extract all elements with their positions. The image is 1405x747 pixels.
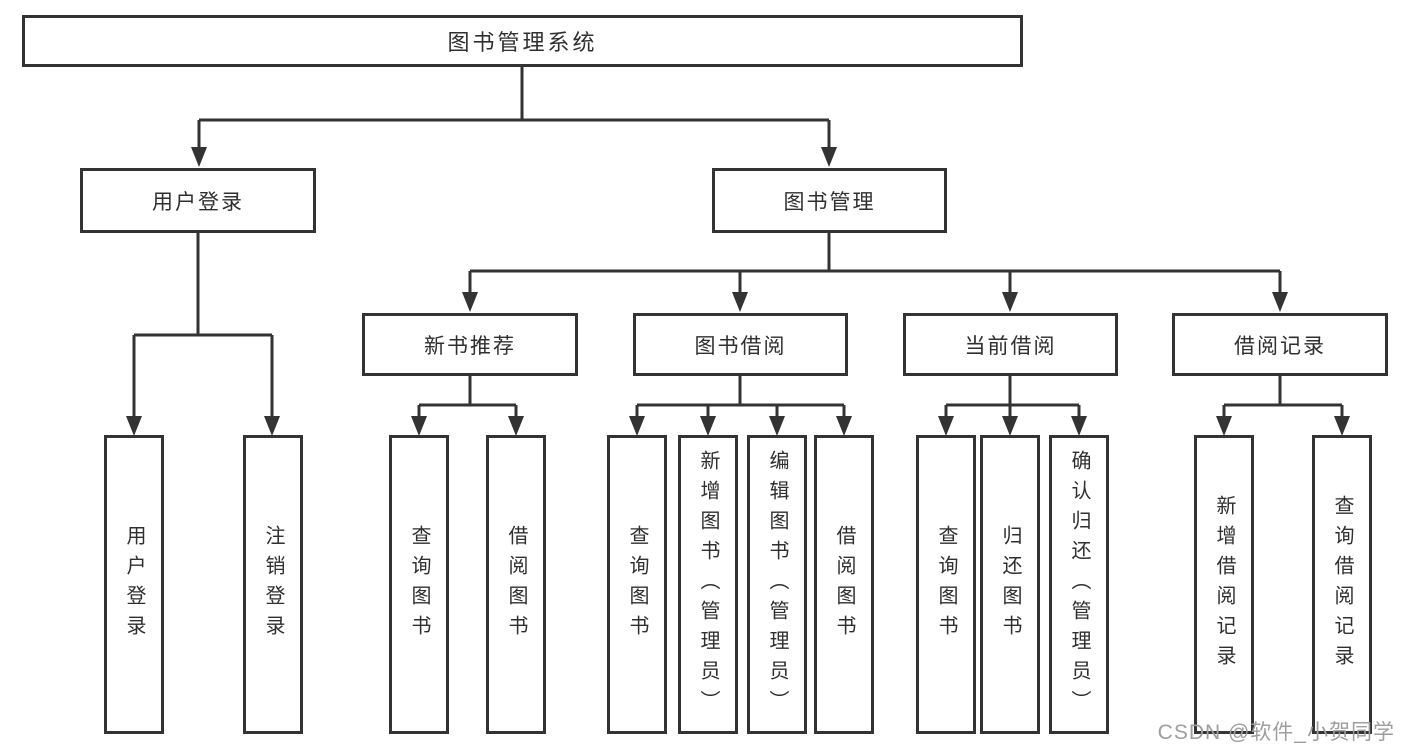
leaf-logout-label: 注销登录 xyxy=(262,524,284,645)
leaf-return-books: 归还图书 xyxy=(980,435,1040,734)
node-book-borrow: 图书借阅 xyxy=(633,313,848,376)
arrowhead-icon xyxy=(1002,292,1018,312)
leaf-edit-books-admin: 编辑图书（管理员） xyxy=(747,435,807,734)
leaf-add-borrow-record: 新增借阅记录 xyxy=(1194,435,1254,734)
arrowhead-icon xyxy=(1334,416,1350,436)
node-current-borrow: 当前借阅 xyxy=(903,313,1118,376)
leaf-query-books-borrow-label: 查询图书 xyxy=(626,524,648,645)
leaf-query-borrow-record: 查询借阅记录 xyxy=(1312,435,1372,734)
edge-userlogin-to-leaves xyxy=(132,233,274,420)
arrowhead-icon xyxy=(126,416,142,436)
edge-currentborrow-to-leaves xyxy=(944,376,1081,420)
arrowhead-icon xyxy=(264,416,280,436)
arrowhead-icon xyxy=(462,292,478,312)
leaf-borrow-books-recommend: 借阅图书 xyxy=(486,435,546,734)
node-user-login-label: 用户登录 xyxy=(152,190,244,214)
node-new-book-recommend-label: 新书推荐 xyxy=(424,334,516,358)
leaf-confirm-return-admin-label: 确认归还（管理员） xyxy=(1068,449,1090,720)
leaf-borrow-books-recommend-label: 借阅图书 xyxy=(505,524,527,645)
node-current-borrow-label: 当前借阅 xyxy=(964,334,1057,358)
arrowhead-icon xyxy=(1216,416,1232,436)
leaf-user-login-label: 用户登录 xyxy=(123,524,145,645)
arrowhead-icon xyxy=(938,416,954,436)
node-user-login: 用户登录 xyxy=(80,168,316,233)
leaf-user-login: 用户登录 xyxy=(104,435,164,734)
edge-root-to-level2 xyxy=(197,67,831,151)
arrowhead-icon xyxy=(1071,416,1087,436)
leaf-add-borrow-record-label: 新增借阅记录 xyxy=(1213,494,1235,675)
arrowhead-icon xyxy=(821,147,837,167)
leaf-return-books-label: 归还图书 xyxy=(999,524,1021,645)
node-root: 图书管理系统 xyxy=(22,15,1023,67)
leaf-borrow-books: 借阅图书 xyxy=(814,435,874,734)
leaf-edit-books-admin-label: 编辑图书（管理员） xyxy=(766,449,788,720)
node-new-book-recommend: 新书推荐 xyxy=(362,313,578,376)
leaf-query-books-current-label: 查询图书 xyxy=(935,524,957,645)
edge-borrowrecord-to-leaves xyxy=(1222,376,1344,420)
arrowhead-icon xyxy=(769,416,785,436)
leaf-query-borrow-record-label: 查询借阅记录 xyxy=(1331,494,1353,675)
node-borrow-record-label: 借阅记录 xyxy=(1234,334,1326,358)
arrowhead-icon xyxy=(1002,416,1018,436)
arrowhead-icon xyxy=(700,416,716,436)
node-borrow-record: 借阅记录 xyxy=(1172,313,1388,376)
node-root-label: 图书管理系统 xyxy=(447,30,598,55)
node-book-management: 图书管理 xyxy=(712,168,947,233)
arrowhead-icon xyxy=(191,147,207,167)
leaf-query-books-recommend-label: 查询图书 xyxy=(408,524,430,645)
arrowhead-icon xyxy=(411,416,427,436)
leaf-logout: 注销登录 xyxy=(243,435,303,734)
node-book-management-label: 图书管理 xyxy=(783,190,876,214)
edge-bookmgmt-to-level3 xyxy=(468,233,1282,296)
arrowheads xyxy=(126,147,1350,436)
node-book-borrow-label: 图书借阅 xyxy=(694,334,787,358)
leaf-add-books-admin: 新增图书（管理员） xyxy=(678,435,738,734)
edge-newbookrec-to-leaves xyxy=(417,376,518,420)
leaf-add-books-admin-label: 新增图书（管理员） xyxy=(697,449,719,720)
edge-bookborrow-to-leaves xyxy=(635,376,846,420)
csdn-watermark: CSDN @软件_小贺同学 xyxy=(1157,721,1395,744)
leaf-borrow-books-label: 借阅图书 xyxy=(833,524,855,645)
leaf-query-books-borrow: 查询图书 xyxy=(607,435,667,734)
arrowhead-icon xyxy=(629,416,645,436)
leaf-confirm-return-admin: 确认归还（管理员） xyxy=(1049,435,1109,734)
leaf-query-books-current: 查询图书 xyxy=(916,435,976,734)
arrowhead-icon xyxy=(1272,292,1288,312)
arrowhead-icon xyxy=(836,416,852,436)
arrowhead-icon xyxy=(732,292,748,312)
arrowhead-icon xyxy=(508,416,524,436)
leaf-query-books-recommend: 查询图书 xyxy=(389,435,449,734)
